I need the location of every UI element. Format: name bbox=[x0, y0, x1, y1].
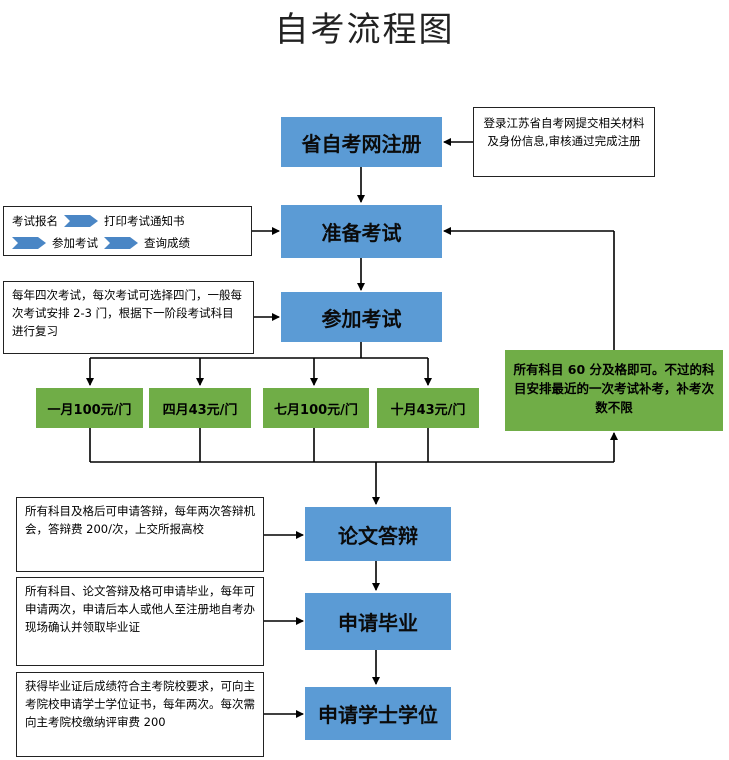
step-graduate: 申请毕业 bbox=[305, 593, 451, 650]
note-prepare: 考试报名 打印考试通知书 参加考试 查询成绩 bbox=[3, 206, 252, 256]
session-oct: 十月43元/门 bbox=[377, 388, 479, 428]
retake-note: 所有科目 60 分及格即可。不过的科目安排最近的一次考试补考，补考次数不限 bbox=[505, 350, 723, 431]
step-attend: 参加考试 bbox=[281, 292, 442, 342]
step-prepare: 准备考试 bbox=[281, 205, 442, 258]
note-degree: 获得毕业证后成绩符合主考院校要求，可向主考院校申请学士学位证书，每年两次。每次需… bbox=[16, 672, 264, 757]
page-title: 自考流程图 bbox=[274, 10, 455, 50]
label-print-notice: 打印考试通知书 bbox=[104, 214, 185, 228]
step-register: 省自考网注册 bbox=[281, 117, 442, 167]
label-check-results: 查询成绩 bbox=[144, 236, 190, 250]
label-attend-exam: 参加考试 bbox=[52, 236, 98, 250]
label-register-exam: 考试报名 bbox=[12, 214, 58, 228]
note-graduate: 所有科目、论文答辩及格可申请毕业，每年可申请两次，申请后本人或他人至注册地自考办… bbox=[16, 577, 264, 666]
session-jul: 七月100元/门 bbox=[263, 388, 369, 428]
prepare-row-1: 考试报名 打印考试通知书 bbox=[12, 212, 185, 230]
session-jan: 一月100元/门 bbox=[36, 388, 143, 428]
session-apr: 四月43元/门 bbox=[149, 388, 251, 428]
note-thesis: 所有科目及格后可申请答辩，每年两次答辩机会，答辩费 200/次，上交所报高校 bbox=[16, 497, 264, 572]
step-thesis: 论文答辩 bbox=[305, 507, 451, 561]
chevron-arrow-icon bbox=[12, 237, 46, 249]
chevron-arrow-icon bbox=[104, 237, 138, 249]
chevron-arrow-icon bbox=[64, 215, 98, 227]
prepare-row-2: 参加考试 查询成绩 bbox=[12, 234, 190, 252]
note-attend: 每年四次考试，每次考试可选择四门，一般每次考试安排 2-3 门，根据下一阶段考试… bbox=[3, 281, 254, 354]
note-register: 登录江苏省自考网提交相关材料及身份信息,审核通过完成注册 bbox=[473, 107, 655, 177]
step-degree: 申请学士学位 bbox=[305, 687, 451, 740]
